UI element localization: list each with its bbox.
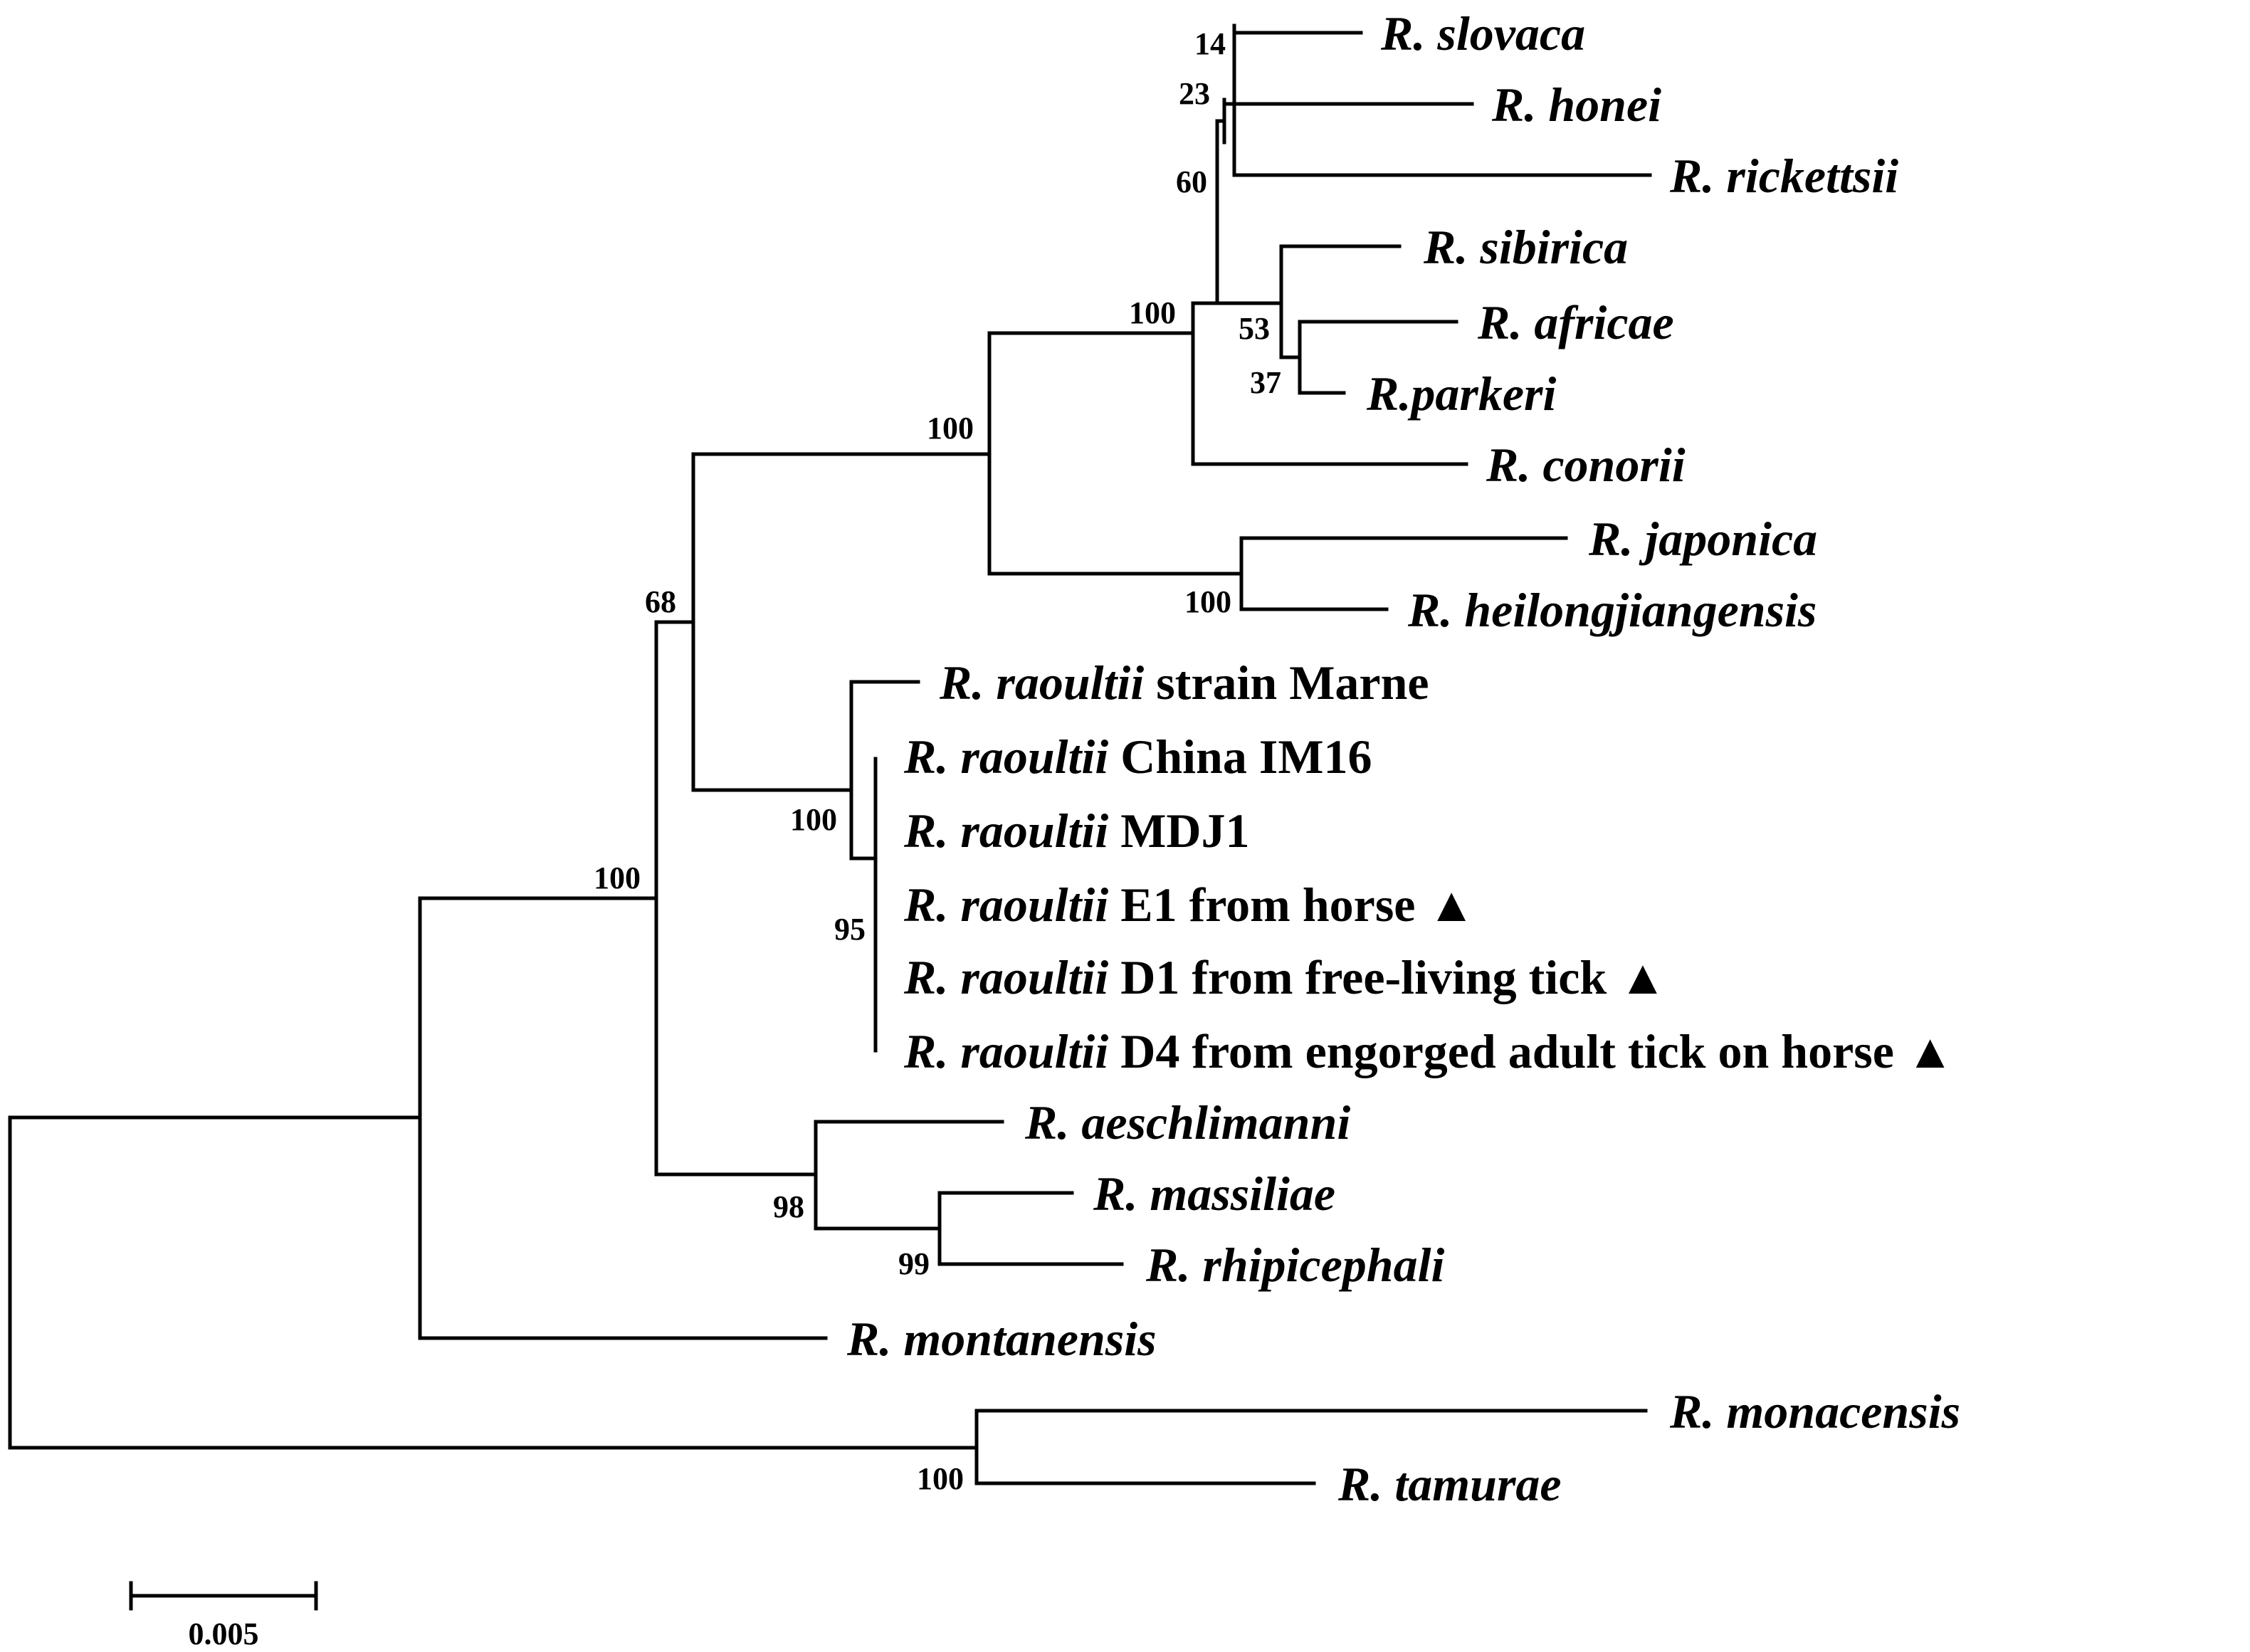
taxon-species-name: R. montanensis <box>846 1312 1157 1366</box>
taxon-label-japonica: R. japonica <box>1588 512 1817 566</box>
taxon-species-name: R. heilongjiangensis <box>1407 583 1817 637</box>
bootstrap-aeschlimanni-group: 98 <box>773 1189 804 1224</box>
taxon-species-name: R. raoultii <box>939 656 1144 710</box>
taxon-label-heilongjiangensis: R. heilongjiangensis <box>1407 583 1817 637</box>
taxon-label-raoultii-d1: R. raoultii D1 from free-living tick ▲ <box>903 950 1667 1004</box>
taxon-strain-name: MDJ1 <box>1108 804 1249 858</box>
triangle-marker-icon: ▲ <box>1415 878 1475 932</box>
bootstrap-spotted-fever-core: 60 <box>1176 164 1207 199</box>
bootstrap-monacensis-tamurae: 100 <box>917 1461 964 1496</box>
taxon-label-massiliae: R. massiliae <box>1093 1167 1335 1221</box>
taxon-species-name: R. slovaca <box>1380 6 1585 60</box>
taxon-species-name: R. monacensis <box>1669 1384 1960 1438</box>
taxon-strain-name: D1 from free-living tick <box>1108 950 1607 1004</box>
taxon-species-name: R. rickettsii <box>1669 149 1898 203</box>
bootstrap-sibirica-africae-parkeri: 53 <box>1239 311 1270 346</box>
bootstrap-labels: 14 23 60 53 37 100 100 100 68 100 95 100 98 99 100 <box>594 26 1281 1496</box>
scale-bar-label: 0.005 <box>189 1616 259 1651</box>
taxon-species-name: R. raoultii <box>903 1024 1108 1078</box>
taxon-species-name: R. massiliae <box>1093 1167 1335 1221</box>
taxon-label-sibirica: R. sibirica <box>1423 220 1628 274</box>
bootstrap-with-japonica-group: 100 <box>927 411 974 446</box>
triangle-marker-icon: ▲ <box>1607 950 1666 1004</box>
taxon-label-rickettsii: R. rickettsii <box>1669 149 1898 203</box>
taxon-species-name: R. africae <box>1477 295 1674 349</box>
taxon-species-name: R. honei <box>1491 78 1661 132</box>
bootstrap-with-aeschlimanni-group: 100 <box>594 861 641 895</box>
taxon-label-raoultii-im16: R. raoultii China IM16 <box>903 730 1372 784</box>
taxon-label-tamurae: R. tamurae <box>1337 1457 1562 1511</box>
bootstrap-japonica-heilongjiangensis: 100 <box>1184 584 1231 619</box>
taxon-species-name: R. aeschlimanni <box>1024 1095 1350 1149</box>
bootstrap-africae-parkeri: 37 <box>1250 365 1281 400</box>
taxon-species-name: R. conorii <box>1486 438 1686 492</box>
bootstrap-massiliae-rhipicephali: 99 <box>898 1246 930 1281</box>
bootstrap-slovaca-honei-rickettsii: 23 <box>1179 76 1210 111</box>
taxon-species-name: R. tamurae <box>1337 1457 1562 1511</box>
taxon-species-name: R. sibirica <box>1423 220 1628 274</box>
taxon-label-parkeri: R.parkeri <box>1366 367 1556 421</box>
taxon-label-raoultii-e1: R. raoultii E1 from horse ▲ <box>903 878 1476 932</box>
taxon-strain-name: E1 from horse <box>1108 878 1415 932</box>
taxon-species-name: R. rhipicephali <box>1145 1238 1444 1292</box>
taxon-label-raoultii-mdj1: R. raoultii MDJ1 <box>903 804 1250 858</box>
taxon-label-africae: R. africae <box>1477 295 1674 349</box>
bootstrap-with-raoultii: 68 <box>645 584 676 619</box>
taxon-label-honei: R. honei <box>1491 78 1661 132</box>
taxon-species-name: R.parkeri <box>1366 367 1556 421</box>
taxon-label-conorii: R. conorii <box>1486 438 1686 492</box>
taxon-label-aeschlimanni: R. aeschlimanni <box>1024 1095 1350 1149</box>
triangle-marker-icon: ▲ <box>1894 1024 1954 1078</box>
taxon-species-name: R. raoultii <box>903 950 1108 1004</box>
taxon-label-raoultii-marne: R. raoultii strain Marne <box>939 656 1429 710</box>
taxon-species-name: R. japonica <box>1588 512 1817 566</box>
taxon-species-name: R. raoultii <box>903 804 1108 858</box>
taxon-label-slovaca: R. slovaca <box>1380 6 1585 60</box>
bootstrap-slovaca-honei: 14 <box>1194 26 1226 61</box>
taxon-species-name: R. raoultii <box>903 878 1108 932</box>
taxon-label-raoultii-d4: R. raoultii D4 from engorged adult tick … <box>903 1024 1954 1078</box>
taxon-label-monacensis: R. monacensis <box>1669 1384 1960 1438</box>
bootstrap-with-conorii: 100 <box>1129 295 1176 330</box>
taxon-strain-name: China IM16 <box>1108 730 1372 784</box>
taxon-strain-name: D4 from engorged adult tick on horse <box>1108 1024 1894 1078</box>
tree-branches <box>8 23 1652 1485</box>
taxon-species-name: R. raoultii <box>903 730 1108 784</box>
taxon-strain-name: strain Marne <box>1144 656 1429 710</box>
taxon-label-rhipicephali: R. rhipicephali <box>1145 1238 1444 1292</box>
bootstrap-raoultii-subclade: 95 <box>834 912 866 947</box>
taxon-label-montanensis: R. montanensis <box>846 1312 1157 1366</box>
scale-bar: 0.005 <box>129 1581 318 1651</box>
bootstrap-raoultii-clade: 100 <box>790 802 837 837</box>
